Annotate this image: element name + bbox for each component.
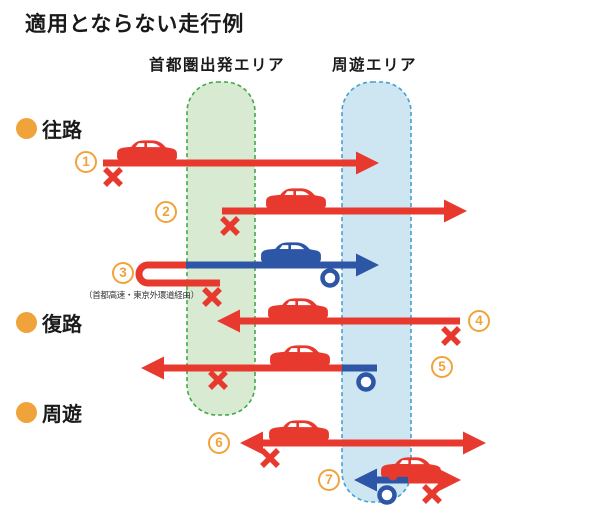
ok-circle-icon [320,268,340,288]
section-inbound-label: 復路 [42,314,82,336]
example-5-badge: 5 [431,356,453,378]
section-inbound: 復路 [16,308,82,337]
route-7-red-arrow [408,468,461,492]
example-2-badge: 2 [155,201,177,223]
example-7-badge: 7 [318,469,340,491]
ng-cross-icon [103,167,123,187]
example-6-badge: 6 [208,432,230,454]
bullet-icon [16,118,37,139]
ng-cross-icon [260,448,280,468]
ok-circle-icon [356,372,376,392]
ng-cross-icon [220,216,240,236]
route-2-arrow [222,199,467,223]
route-5-arrow [141,356,377,380]
example-3-badge: 3 [112,262,134,284]
route-6-arrow [240,431,486,455]
route-4-arrow [217,309,460,333]
ok-circle-icon [377,485,397,505]
ng-cross-icon [202,287,222,307]
page-title: 適用とならない走行例 [25,13,245,36]
section-outbound-label: 往路 [42,120,82,142]
ng-cross-icon [441,326,461,346]
section-tour: 周遊 [16,398,82,427]
zone-label-departure: 首都圏出発エリア [149,57,286,74]
example-1-badge: 1 [75,151,97,173]
bullet-icon [16,312,37,333]
ng-cross-icon [208,370,228,390]
example-4-badge: 4 [468,310,490,332]
ng-cross-icon [422,484,442,504]
section-outbound: 往路 [16,114,82,143]
example-3-note: （首都高速・東京外環道経由） [84,290,199,300]
tour-area-zone [341,81,412,503]
zone-label-tour: 周遊エリア [332,57,418,74]
route-3-uturn-arrow [135,261,220,287]
bullet-icon [16,402,37,423]
route-1-arrow [103,151,379,175]
section-tour-label: 周遊 [42,404,82,426]
